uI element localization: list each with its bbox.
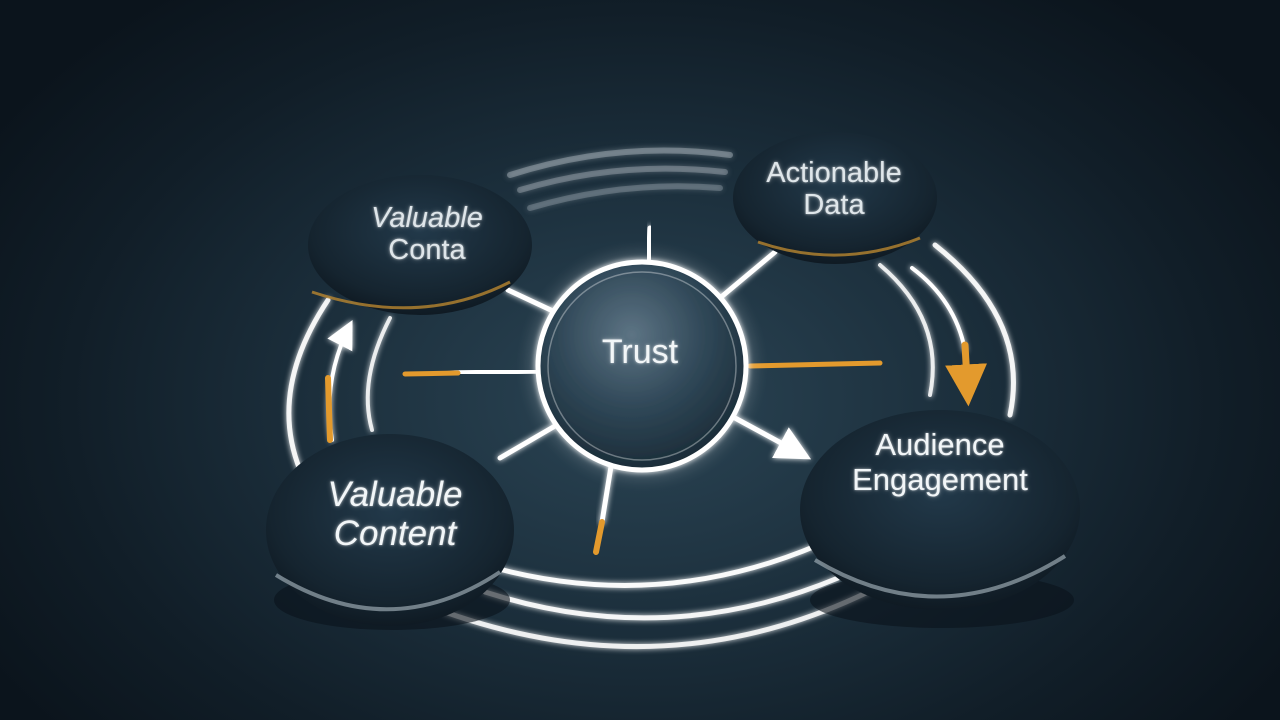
- label-valuable-content-front-line1: Valuable: [327, 475, 463, 514]
- orbit-arc-top-3: [527, 183, 723, 211]
- spoke-upper-right: [717, 249, 778, 301]
- spoke-lower-left: [497, 423, 558, 461]
- label-audience-engagement-line2: Engagement: [852, 461, 1028, 497]
- spokes: [402, 225, 883, 555]
- arrow-left-up: [327, 320, 353, 442]
- orbit-arcs: [286, 147, 1016, 650]
- label-audience-engagement-line1: Audience: [875, 427, 1005, 462]
- node-valuable-content-front: [266, 434, 514, 630]
- spoke-bottom-accent: [593, 519, 605, 555]
- orbit-arc-right-mid: [878, 263, 935, 397]
- label-valuable-content-front-line2: Content: [333, 514, 457, 554]
- label-actionable-data-line2: Data: [803, 189, 865, 222]
- label-valuable-content-back-line2: Conta: [388, 234, 466, 267]
- orbit-arc-bottom-3: [442, 589, 871, 650]
- label-valuable-content-front: Valuable Content: [300, 475, 490, 553]
- label-actionable-data: Actionable Data: [742, 157, 926, 222]
- spoke-left-white: [452, 368, 541, 376]
- arrow-right-down: [910, 266, 967, 352]
- spoke-right-accent: [747, 360, 883, 369]
- node-actionable-data: [733, 132, 937, 264]
- label-trust: Trust: [570, 333, 710, 371]
- label-valuable-content-back: Valuable Conta: [338, 202, 516, 267]
- label-audience-engagement: Audience Engagement: [820, 427, 1060, 497]
- orbit-arc-bottom-2: [482, 575, 841, 621]
- orbit-arc-left-outer: [286, 297, 331, 473]
- label-trust-text: Trust: [601, 333, 679, 371]
- orbit-arc-left-inner: [365, 316, 392, 432]
- arrow-right-accent: [945, 341, 988, 407]
- label-actionable-data-line1: Actionable: [766, 157, 902, 189]
- arrow-left-accent: [325, 375, 333, 443]
- node-valuable-content-back: [308, 175, 532, 315]
- orbit-arc-top-2: [517, 165, 728, 193]
- orbit-arc-bottom-1: [492, 542, 821, 588]
- spoke-left-accent: [402, 370, 461, 377]
- label-valuable-content-back-line1: Valuable: [371, 202, 483, 234]
- orbit-arc-top-1: [507, 147, 733, 178]
- orbit-arc-right-outer: [932, 242, 1016, 418]
- cycle-arrows: [325, 266, 988, 443]
- spoke-lower-right-arrow: [732, 415, 812, 460]
- node-audience-engagement: [800, 410, 1080, 628]
- node-trust: [530, 254, 754, 478]
